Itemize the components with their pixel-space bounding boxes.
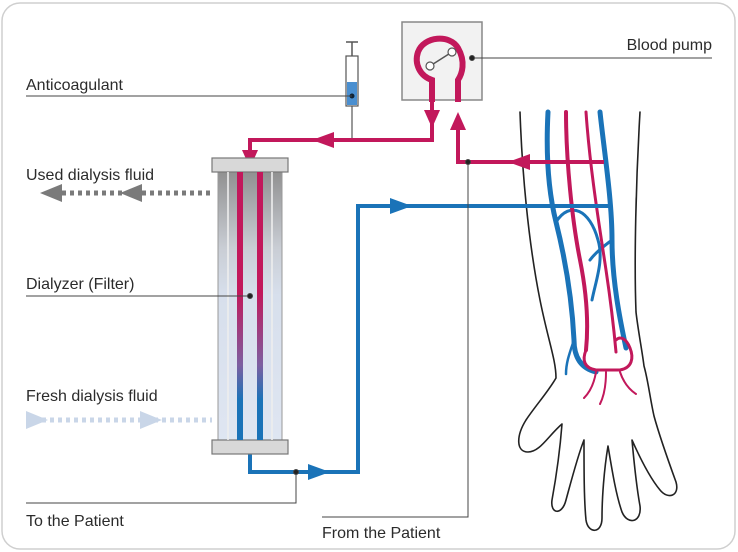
leader-from-patient [322,162,469,518]
arrow-head [120,184,142,202]
arrow-head [140,411,162,429]
label-fresh-dialysis-fluid: Fresh dialysis fluid [26,388,158,405]
label-anticoagulant: Anticoagulant [26,77,124,94]
arrow-head [450,112,466,130]
label-blood-pump: Blood pump [627,37,712,54]
arrow-head [40,184,62,202]
leader-to-patient [26,472,297,504]
arrow-head [508,154,530,170]
arrow-head [424,110,440,128]
rotor-roller [425,61,435,71]
venous-arrows [308,198,412,480]
venous-line [248,204,612,474]
label-to-the-patient: To the Patient [26,513,124,530]
syringe [345,41,359,138]
label-from-the-patient: From the Patient [322,525,441,542]
hand-outline [517,111,678,532]
dialyzer-bottom-cap [211,439,289,455]
used-fluid-flow [40,184,212,202]
arm-vessels [544,109,637,405]
blood-pump [401,21,483,102]
dialyzer-top-cap [211,157,289,173]
rotor-roller [447,47,457,57]
leader-lines [26,55,712,518]
arrow-head [390,198,412,214]
arrow-head [26,411,48,429]
dialyzer-fiber [257,172,263,440]
dialyzer-fiber [237,172,243,440]
arrow-head [308,464,330,480]
arrow-head [312,132,334,148]
label-used-dialysis-fluid: Used dialysis fluid [26,167,154,184]
label-dialyzer: Dialyzer (Filter) [26,276,134,293]
dialyzer [211,157,289,455]
pump-loop [413,35,466,102]
fresh-fluid-flow [26,411,212,429]
